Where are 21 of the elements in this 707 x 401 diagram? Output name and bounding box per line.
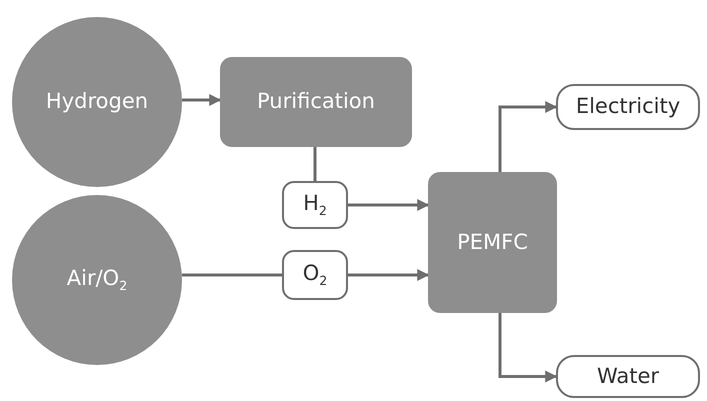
arrow: [348, 269, 430, 281]
process-box: [220, 57, 412, 147]
arrow: [498, 101, 558, 172]
arrow: [182, 94, 222, 106]
connector-line: [182, 274, 282, 276]
node-label: O$_{2}$: [302, 261, 328, 289]
node-label: PEMFC: [457, 230, 528, 256]
arrow: [498, 313, 558, 382]
connector-line: [314, 147, 316, 181]
node-label: Electricity: [576, 94, 680, 120]
arrow: [348, 199, 430, 211]
node-label: Purification: [257, 89, 375, 115]
tag-box: [282, 250, 348, 300]
node-label: Water: [596, 364, 660, 390]
tag-box: [282, 181, 348, 229]
output-box: [556, 84, 700, 130]
output-box: [556, 355, 700, 398]
node-label: Air/O$_{2}$: [66, 266, 128, 294]
node-label: H$_{2}$: [303, 191, 327, 219]
node-label: Hydrogen: [46, 89, 148, 115]
process-box: [428, 172, 557, 313]
